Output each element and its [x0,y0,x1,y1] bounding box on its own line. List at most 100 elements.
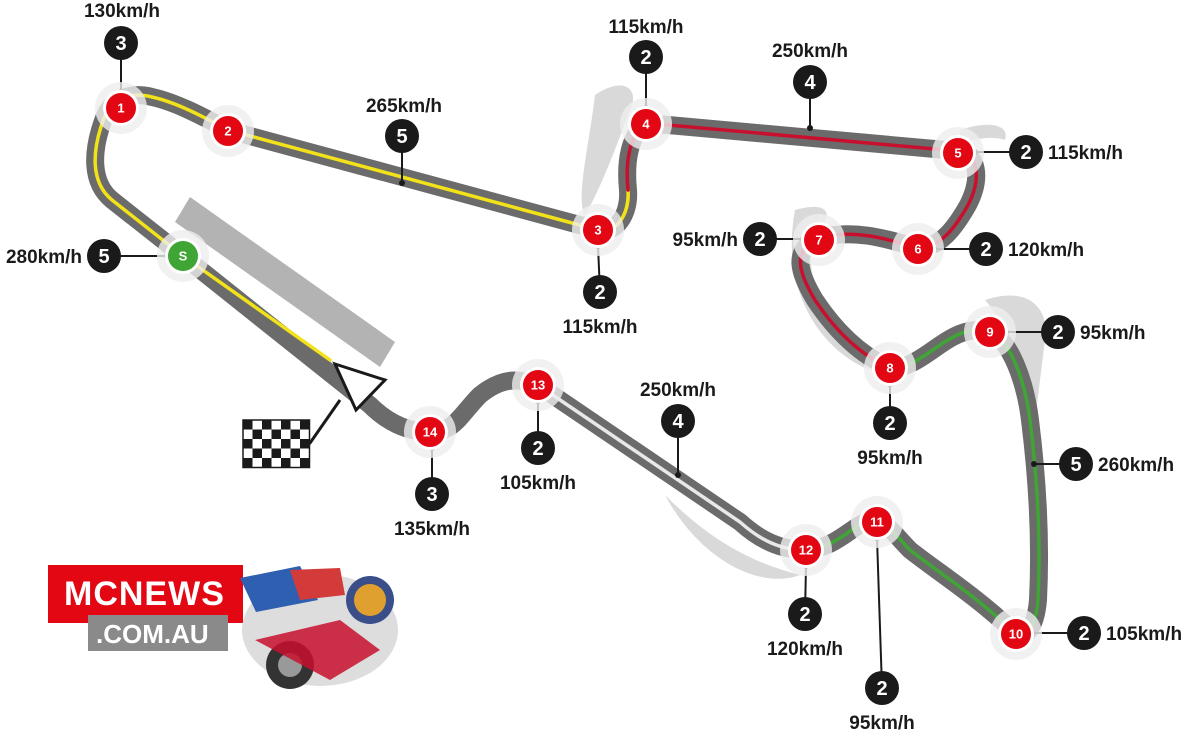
corner-marker-3-label: 3 [594,223,601,238]
chequered-flag-icon [242,399,342,469]
gear-value: 3 [426,484,437,506]
speed-value: 115km/h [563,317,638,338]
gear-badge [969,232,1003,266]
leader-line [876,537,883,689]
speed-value: 105km/h [500,473,576,494]
corner-marker-3: 3 [572,204,624,256]
leader-dot [399,180,405,186]
speed-callout-c5: 2 115km/h [1009,135,1123,169]
gear-badge [743,222,777,256]
corner-marker-13-label: 13 [531,378,545,393]
gear-value: 2 [876,678,887,700]
corner-marker-11: 11 [851,496,903,548]
corner-marker-8-label: 8 [886,361,893,376]
leader-dot [1031,461,1037,467]
gear-value: 2 [532,438,543,460]
flag-pole [308,399,342,445]
speed-callout-c-straight-right: 5 260km/h [1059,447,1174,481]
gear-value: 4 [804,72,816,94]
speed-value: 280km/h [6,247,82,268]
flag-square [271,448,281,458]
corner-marker-12: 12 [780,524,832,576]
speed-callout-c-start: 5 280km/h [6,239,121,273]
speed-value: 250km/h [772,41,848,62]
gear-value: 2 [1078,623,1089,645]
corner-marker-11-label: 11 [870,515,884,530]
speed-callout-c7: 2 95km/h [673,222,777,256]
runoff-area [581,85,634,215]
gear-value: 5 [1070,454,1081,476]
speed-callout-c9: 2 95km/h [1041,315,1145,349]
flag-square [300,420,310,430]
flag-square [262,439,272,449]
gear-badge [1041,315,1075,349]
corner-marker-9-label: 9 [986,325,993,340]
corner-marker-6: 6 [892,223,944,275]
flag-square [281,458,291,468]
gear-value: 5 [396,126,407,148]
speed-value: 105km/h [1106,624,1182,645]
gear-badge [873,406,907,440]
speed-value: 95km/h [673,230,738,251]
speed-value: 135km/h [394,519,470,540]
corner-marker-1-label: 1 [117,101,124,116]
gear-value: 2 [1052,322,1063,344]
speed-value: 95km/h [849,713,914,734]
speed-value: 95km/h [1080,323,1145,344]
corner-marker-10: 10 [990,608,1042,660]
logo-main-text: MCNEWS [64,575,225,613]
gear-value: 4 [672,411,684,433]
speed-value: 95km/h [857,448,922,469]
gear-badge [521,431,555,465]
speed-callout-c3: 2 115km/h [563,275,638,338]
speed-callout-c11: 2 95km/h [849,671,915,734]
gear-value: 2 [640,47,651,69]
gear-badge [788,597,822,631]
pit-lane [175,197,395,367]
gear-value: 5 [98,246,109,268]
leader-dot [807,125,813,131]
flag-square [300,458,310,468]
rider-illustration-icon [240,566,398,689]
corner-marker-13: 13 [512,359,564,411]
corner-marker-1: 1 [95,82,147,134]
flag-square [281,439,291,449]
corner-marker-4-label: 4 [642,117,650,132]
flag-square [290,448,300,458]
corner-marker-6-label: 6 [914,242,921,257]
speed-value: 120km/h [767,639,843,660]
speed-value: 260km/h [1098,455,1174,476]
runoff-area [665,495,800,579]
speed-callout-c-straight-mid: 4 250km/h [640,380,716,438]
speed-value: 120km/h [1008,240,1084,261]
mcnews-logo: MCNEWS .COM.AU [48,565,398,689]
gear-badge [87,239,121,273]
sector-3-line [804,328,1041,638]
gear-badge [583,275,617,309]
gear-badge [104,26,138,60]
corner-marker-2: 2 [202,105,254,157]
gear-badge [629,40,663,74]
flag-cloth [242,419,311,469]
speed-callout-c14: 3 135km/h [394,477,470,540]
flag-square [300,439,310,449]
gear-value: 2 [594,282,605,304]
corner-marker-7: 7 [793,214,845,266]
corner-marker-12-label: 12 [799,543,813,558]
speed-value: 250km/h [640,380,716,401]
flag-square [290,429,300,439]
gear-badge [661,404,695,438]
corner-marker-5-label: 5 [954,146,961,161]
gear-value: 2 [1020,142,1031,164]
flag-square [271,429,281,439]
speed-value: 115km/h [1048,143,1123,164]
flag-square [252,429,262,439]
gear-value: 2 [754,229,765,251]
corner-marker-14: 14 [404,406,456,458]
